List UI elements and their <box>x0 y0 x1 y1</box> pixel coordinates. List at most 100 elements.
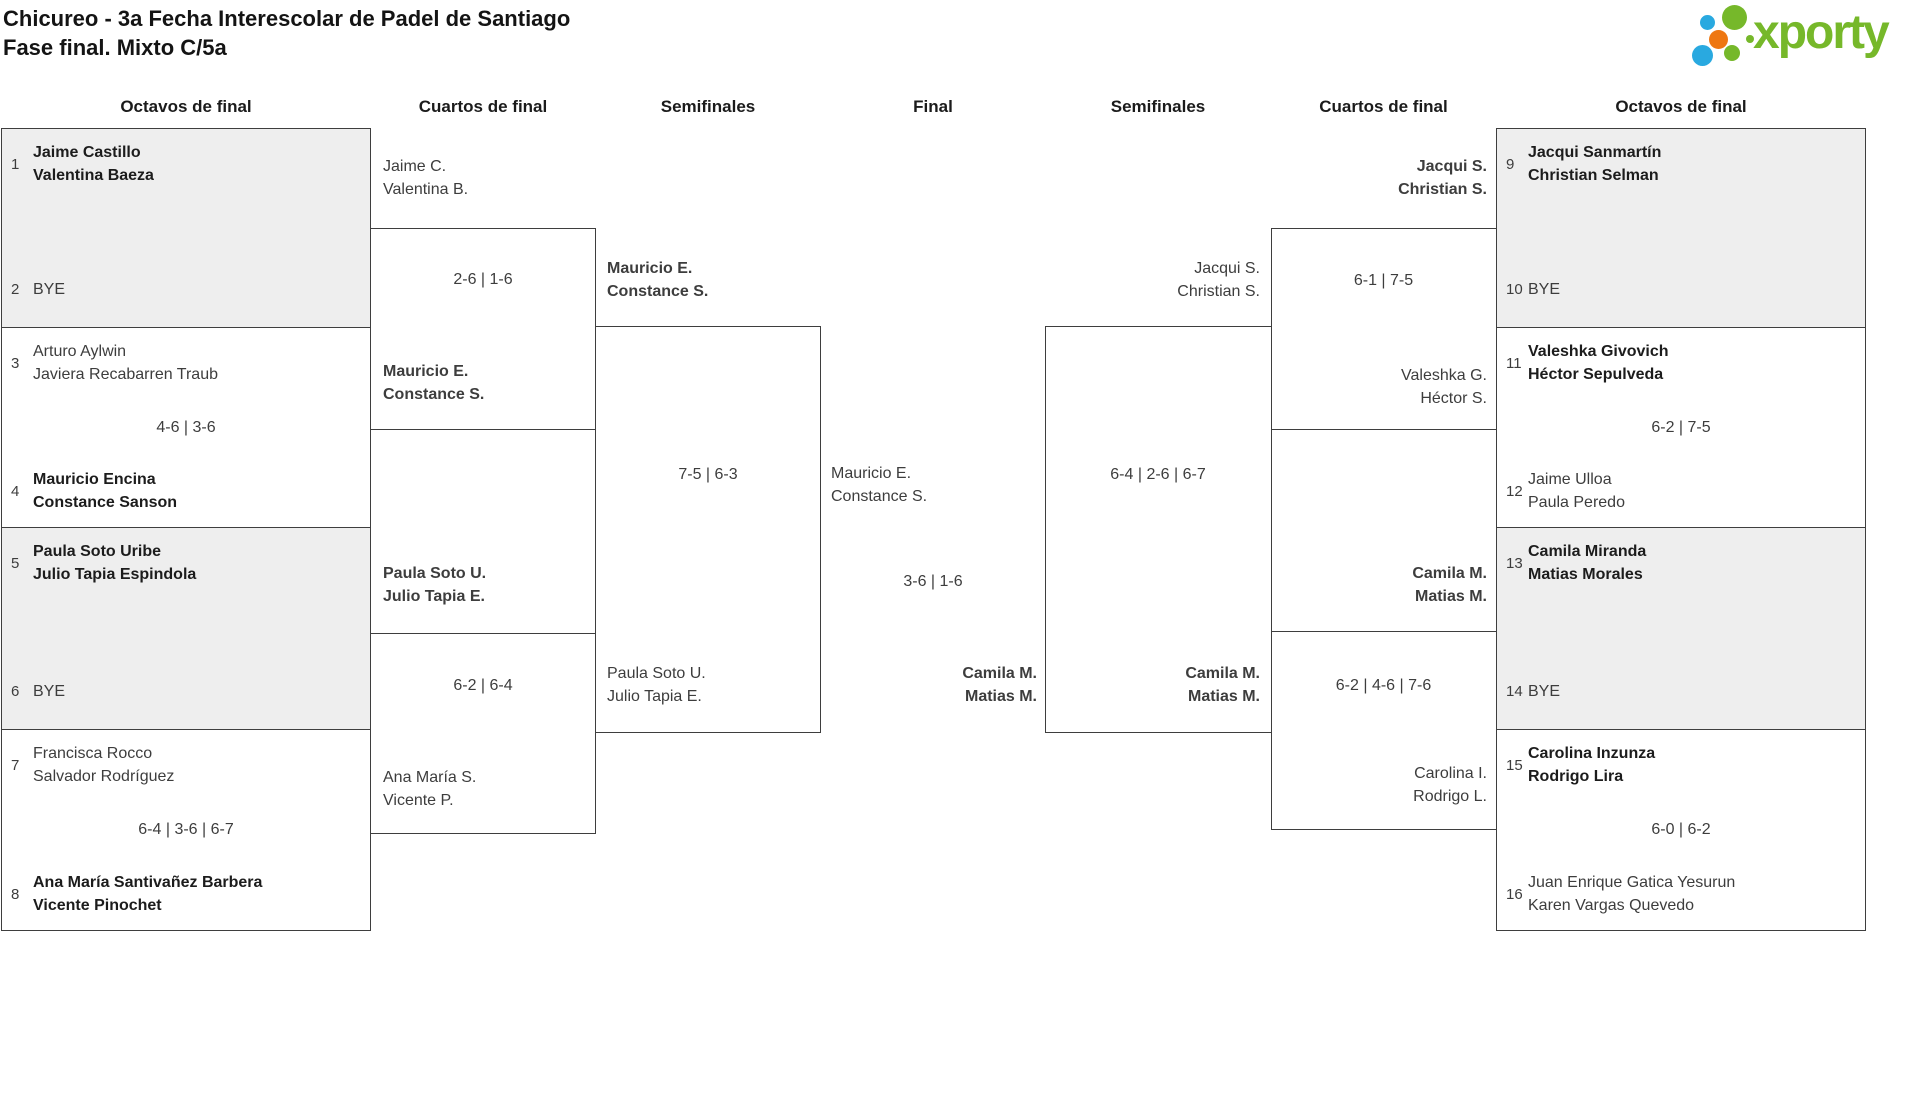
team-slot: 13 Camila Miranda Matias Morales <box>1506 540 1859 586</box>
team-slot: 15 Carolina Inzunza Rodrigo Lira <box>1506 742 1859 788</box>
match-score: 7-5 | 6-3 <box>678 466 738 483</box>
cuartos-right-match-2-connector <box>1271 631 1497 830</box>
match-score: 6-2 | 7-5 <box>1651 419 1711 436</box>
team-name: BYE <box>33 680 65 703</box>
octavos-left-match-5-6: 5 Paula Soto Uribe Julio Tapia Espindola… <box>1 528 371 730</box>
seed-number: 1 <box>11 155 20 173</box>
team-member-name: Jaime C. <box>383 158 447 175</box>
team-member-name: Mauricio E. <box>831 465 912 482</box>
team-member-name: Héctor S. <box>1420 390 1487 407</box>
team-member-name: Camila M. <box>1185 665 1260 682</box>
team-member-name: Paula Soto Uribe <box>33 543 162 560</box>
team-name: Paula Soto Uribe Julio Tapia Espindola <box>33 540 196 586</box>
round-header-octavos-left: Octavos de final <box>120 97 252 116</box>
team-member-name: Camila Miranda <box>1528 543 1647 560</box>
team-member-name: Julio Tapia E. <box>383 588 485 605</box>
seed-number: 16 <box>1506 885 1523 903</box>
seed-number: 3 <box>11 354 20 372</box>
team-member-name: BYE <box>1528 683 1561 700</box>
team-member-name: Christian S. <box>1177 283 1260 300</box>
team-slot: 2 BYE <box>11 278 364 301</box>
team-member-name: Jacqui S. <box>1194 260 1260 277</box>
team-member-name: Juan Enrique Gatica Yesurun <box>1528 874 1736 891</box>
team-slot: 6 BYE <box>11 680 364 703</box>
round-header-semifinales-right: Semifinales <box>1110 97 1206 116</box>
team-member-name: Mauricio Encina <box>33 471 156 488</box>
team-name: Jaime C. Valentina B. <box>383 155 468 201</box>
logo-dot-green-small <box>1724 45 1740 61</box>
team-member-name: Constance S. <box>831 488 928 505</box>
team-member-name: Christian S. <box>1398 181 1487 198</box>
team-member-name: Héctor Sepulveda <box>1528 366 1664 383</box>
team-member-name: Jaime Ulloa <box>1528 471 1612 488</box>
seed-number: 11 <box>1506 354 1522 372</box>
team-member-name: Jacqui S. <box>1416 158 1487 175</box>
team-member-name: Carolina Inzunza <box>1528 745 1656 762</box>
team-name: Juan Enrique Gatica Yesurun Karen Vargas… <box>1528 871 1735 917</box>
team-member-name: Vicente Pinochet <box>33 897 162 914</box>
round-header-final: Final <box>913 97 953 116</box>
team-member-name: Karen Vargas Quevedo <box>1528 897 1695 914</box>
team-member-name: Julio Tapia Espindola <box>33 566 197 583</box>
team-slot: 8 Ana María Santivañez Barbera Vicente P… <box>11 871 364 917</box>
team-name: Jaime Castillo Valentina Baeza <box>33 141 154 187</box>
xporty-logo[interactable]: xporty <box>1685 3 1915 75</box>
team-member-name: Valeshka Givovich <box>1528 343 1669 360</box>
match-score: 2-6 | 1-6 <box>453 271 513 288</box>
team-member-name: BYE <box>33 683 66 700</box>
team-member-name: Julio Tapia E. <box>607 688 702 705</box>
team-member-name: Valeshka G. <box>1401 367 1487 384</box>
team-member-name: Mauricio E. <box>607 260 693 277</box>
team-member-name: Paula Soto U. <box>607 665 706 682</box>
team-name: Mauricio E. Constance S. <box>607 257 708 303</box>
team-name: Mauricio E. Constance S. <box>831 462 927 508</box>
team-name: BYE <box>1528 680 1560 703</box>
team-member-name: Jacqui Sanmartín <box>1528 144 1662 161</box>
team-member-name: Constance S. <box>607 283 709 300</box>
round-header-cuartos-left: Cuartos de final <box>418 97 548 116</box>
team-member-name: Arturo Aylwin <box>33 343 127 360</box>
logo-dot-green-tiny <box>1746 35 1754 43</box>
team-member-name: Francisca Rocco <box>33 745 153 762</box>
team-name: Ana María S. Vicente P. <box>383 766 476 812</box>
team-member-name: BYE <box>33 281 66 298</box>
team-member-name: Javiera Recabarren Traub <box>33 366 218 383</box>
team-slot: 5 Paula Soto Uribe Julio Tapia Espindola <box>11 540 364 586</box>
page-title: Chicureo - 3a Fecha Interescolar de Pade… <box>3 6 571 31</box>
team-member-name: Matias M. <box>1187 688 1260 705</box>
team-member-name: Ana María S. <box>383 769 477 786</box>
match-score: 6-0 | 6-2 <box>1651 821 1711 838</box>
cuartos-right-match-1-connector <box>1271 228 1497 430</box>
seed-number: 6 <box>11 683 20 700</box>
octavos-left-match-1-2: 1 Jaime Castillo Valentina Baeza 2 BYE <box>1 128 371 328</box>
team-member-name: Jaime Castillo <box>33 144 141 161</box>
team-slot: 14 BYE <box>1506 680 1859 703</box>
team-member-name: Carolina I. <box>1414 765 1487 782</box>
logo-wordmark: xporty <box>1753 6 1890 59</box>
team-member-name: Camila M. <box>962 665 1037 682</box>
team-member-name: Christian Selman <box>1528 167 1659 184</box>
round-header-octavos-right: Octavos de final <box>1615 97 1747 116</box>
seed-number: 13 <box>1506 554 1523 572</box>
page-title-block: Chicureo - 3a Fecha Interescolar de Pade… <box>3 4 570 62</box>
team-name: Camila Miranda Matias Morales <box>1528 540 1646 586</box>
team-member-name: Mauricio E. <box>383 363 469 380</box>
team-slot: 3 Arturo Aylwin Javiera Recabarren Traub <box>11 340 364 386</box>
team-member-name: Rodrigo L. <box>1413 788 1487 805</box>
octavos-right-match-13-14: 13 Camila Miranda Matias Morales 14 BYE <box>1496 528 1866 730</box>
octavos-left-match-7-8: 7 Francisca Rocco Salvador Rodríguez 6-4… <box>1 730 371 931</box>
team-member-name: Valentina B. <box>383 181 469 198</box>
team-member-name: Constance S. <box>383 386 485 403</box>
team-name: Valeshka G. Héctor S. <box>1271 364 1487 410</box>
octavos-right-match-15-16: 15 Carolina Inzunza Rodrigo Lira 6-0 | 6… <box>1496 730 1866 931</box>
team-slot: 9 Jacqui Sanmartín Christian Selman <box>1506 141 1859 187</box>
team-name: Paula Soto U. Julio Tapia E. <box>383 562 486 608</box>
team-slot: 10 BYE <box>1506 278 1859 301</box>
cuartos-left-match-2-connector <box>370 633 596 834</box>
team-member-name: Matias Morales <box>1528 566 1643 583</box>
team-slot: 7 Francisca Rocco Salvador Rodríguez <box>11 742 364 788</box>
page-subtitle: Fase final. Mixto C/5a <box>3 35 227 60</box>
team-name: BYE <box>33 278 65 301</box>
team-slot: 4 Mauricio Encina Constance Sanson <box>11 468 364 514</box>
